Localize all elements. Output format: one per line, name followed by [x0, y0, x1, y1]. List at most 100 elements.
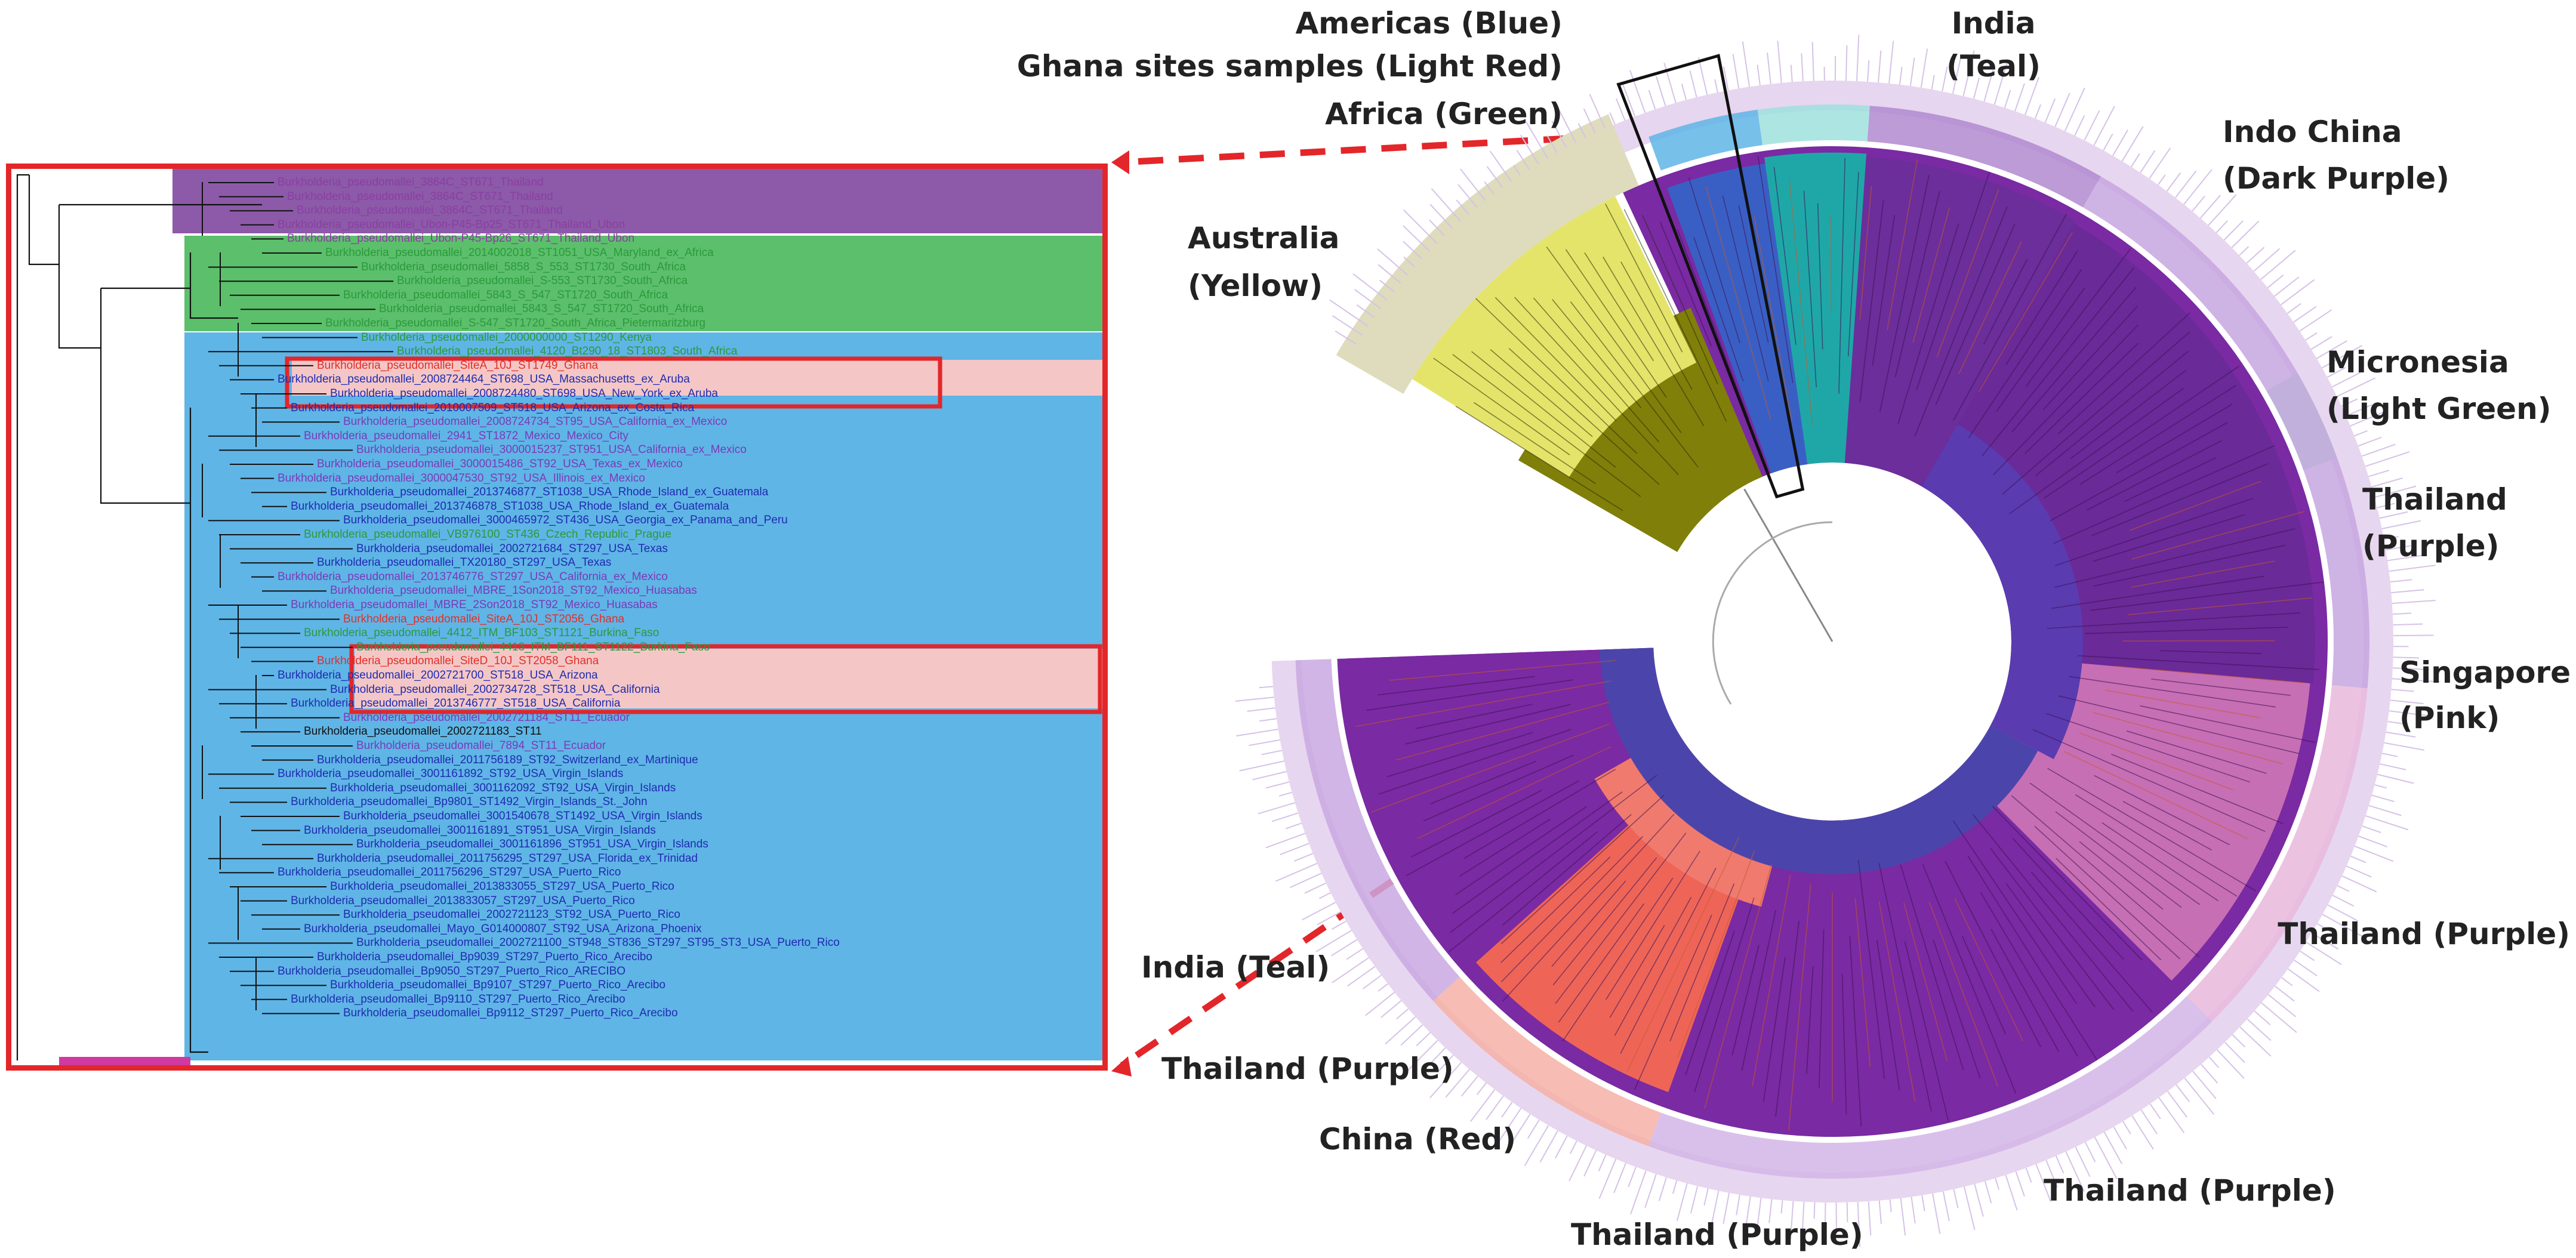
tip-whisker [2358, 835, 2388, 847]
radial-branch [1704, 864, 1772, 1109]
inset-leaf-label: Burkholderia_pseudomallei_2011756295_ST2… [317, 852, 698, 865]
inset-leaf-label: Burkholderia_pseudomallei_2010007509_ST5… [291, 401, 695, 414]
radial-branch [1551, 880, 1626, 967]
radial-branch [2050, 422, 2228, 522]
radial-branch [2087, 440, 2223, 511]
radial-branch [2057, 312, 2190, 434]
tip-whisker [2300, 950, 2315, 961]
tip-whisker [1377, 248, 1409, 276]
radial-branch [1688, 177, 1740, 344]
radial-branch [1473, 402, 1596, 485]
tip-whisker [1845, 45, 1848, 81]
tip-whisker [1302, 902, 1336, 921]
radial-branch [1669, 883, 1735, 1041]
tip-whisker [2274, 276, 2300, 297]
radial-branch [1838, 158, 1846, 394]
tip-whisker [1742, 41, 1751, 87]
tip-whisker [1331, 939, 1358, 957]
radial-branch [1968, 269, 2082, 439]
tip-whisker [2362, 825, 2381, 833]
radial-branch [2008, 388, 2184, 514]
radial-branch [1433, 357, 1570, 455]
tip-whisker [1252, 770, 1287, 781]
radial-branch [1992, 806, 2143, 961]
tip-whisker [1630, 1170, 1647, 1214]
tip-whisker [1569, 1140, 1577, 1154]
tip-whisker [2183, 169, 2213, 205]
tip-whisker [1527, 1119, 1540, 1139]
tip-whisker [2224, 1041, 2245, 1063]
tip-whisker [1379, 279, 1394, 292]
tip-whisker [1352, 273, 1388, 301]
radial-branch [1933, 939, 1981, 1079]
tip-whisker [2232, 1034, 2246, 1048]
tip-whisker [2281, 977, 2293, 986]
tip-whisker [1656, 76, 1666, 106]
tip-whisker [1403, 240, 1423, 260]
tip-whisker [1767, 53, 1771, 84]
tip-whisker [1974, 1183, 1984, 1217]
inset-leaf-label: Burkholderia_pseudomallei_2013746877_ST1… [330, 486, 769, 499]
radial-branch [1370, 723, 1610, 813]
tip-whisker [2316, 340, 2347, 359]
tip-whisker [1824, 1202, 1826, 1244]
radial-branch [2091, 463, 2269, 536]
radial-branch [1741, 910, 1776, 1071]
tip-whisker [1318, 892, 1331, 899]
tip-whisker [1697, 57, 1708, 95]
radial-branch [1459, 818, 1551, 877]
inset-leaf-label: Burkholderia_pseudomallei_2002721123_ST9… [343, 908, 680, 921]
tip-whisker [2121, 126, 2144, 162]
tip-whisker [1456, 199, 1469, 215]
label-indochina: Indo China [2223, 115, 2402, 149]
radial-branch [1961, 936, 2007, 1035]
tip-whisker [1275, 862, 1318, 882]
radial-branch [1584, 252, 1654, 362]
radial-branch [2029, 782, 2201, 905]
radial-branch [1945, 861, 2041, 1047]
inset-leaf-label: Burkholderia_pseudomallei_Ubon-P45-Bp26_… [287, 232, 635, 245]
inset-leaf-label: Burkholderia_pseudomallei_3000015486_ST9… [317, 458, 683, 470]
radial-branch [2102, 822, 2219, 902]
tip-whisker [2384, 742, 2425, 751]
tip-whisker [2113, 1126, 2127, 1149]
tip-whisker [1857, 1201, 1861, 1247]
tip-whisker [1512, 1114, 1531, 1142]
radial-branch [2044, 365, 2240, 499]
inset-leaf-label: Burkholderia_pseudomallei_3001162092_ST9… [330, 781, 676, 794]
tip-whisker [2299, 309, 2332, 332]
radial-branch [1558, 903, 1645, 1023]
tip-whisker [1280, 843, 1309, 856]
radial-branch [1411, 790, 1542, 858]
radial-branch [1900, 864, 1964, 1071]
radial-branch [1562, 877, 1674, 1042]
radial-branch [2047, 612, 2301, 629]
inset-leaf-label: Burkholderia_pseudomallei_3001161896_ST9… [356, 838, 708, 851]
sector-china-tips [1433, 977, 1661, 1146]
tip-whisker [1403, 225, 1430, 252]
radial-branch [2070, 369, 2187, 460]
tip-whisker [1952, 58, 1961, 94]
tip-whisker [2103, 133, 2113, 151]
label-india-top-sub: (Teal) [1946, 49, 2041, 84]
label-thailand-bottom-2: Thailand (Purple) [1571, 1217, 1863, 1252]
radial-branch [2011, 795, 2200, 958]
tip-whisker [1278, 791, 1292, 797]
inner-band-red [1594, 758, 1773, 907]
radial-branch [2111, 754, 2284, 824]
radial-branch [1502, 813, 1632, 926]
radial-branch [2093, 514, 2245, 562]
inset-leaf-label: Burkholderia_pseudomallei_2013833057_ST2… [291, 894, 635, 907]
inset-leaf-label: Burkholderia_pseudomallei_S-547_ST1720_S… [325, 317, 705, 329]
tip-whisker [1403, 209, 1438, 244]
tip-whisker [1802, 1201, 1805, 1229]
inset-leaf-label: Burkholderia_pseudomallei_3001161892_ST9… [278, 767, 624, 781]
radial-branch [2058, 695, 2300, 754]
tip-whisker [2084, 110, 2100, 141]
inset-leaf-label: Burkholderia_pseudomallei_SiteA_10J_ST17… [317, 359, 599, 372]
inset-leaf-label: Burkholderia_pseudomallei_Mayo_G01400080… [304, 922, 702, 935]
tip-whisker [2103, 1131, 2123, 1164]
radial-branch [1916, 172, 1990, 390]
sector-india-left [1346, 648, 1700, 967]
